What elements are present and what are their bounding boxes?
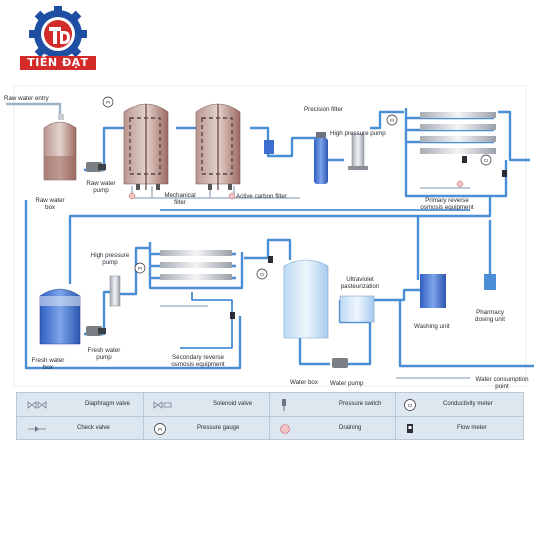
pressure-gauge-icon: PI [154,423,166,435]
diaphragm-valve-icon [27,401,47,409]
label-water-box: Water box [290,379,318,386]
pharmacy-dosing-tank [484,274,496,290]
water-box [283,259,329,339]
secondary-ro-membranes [160,250,232,280]
legend-divider [17,416,523,417]
pressure-switch-icon [282,399,286,411]
label-fresh-water-box: Fresh water box [31,357,65,372]
check-valve-icon [28,426,46,432]
label-secondary-ro: Secondary reverse osmosis equipment [171,354,225,369]
label-high-pressure-pump-2: High pressure pump [90,252,130,267]
legend-label-4: Conductivity meter [443,401,493,407]
flow-meters [230,156,507,319]
legend-label-3: Pressure switch [339,401,382,407]
conductivity-meters [256,154,492,280]
label-fresh-water-pump: Fresh water pump [87,347,121,362]
primary-ro-membranes [420,112,496,154]
drain-points [128,180,464,200]
high-pressure-pump-2 [109,275,121,307]
raw-water-pump [86,162,106,172]
gauge-label-1: PI [106,100,110,105]
gauge-label-2: PI [390,118,394,123]
washing-unit-tank [420,274,446,308]
label-water-consumption-point: Water consumption point [475,376,529,391]
draining-icon [280,424,290,434]
logo-gear-icon [29,5,87,63]
company-logo: TIẾN ĐẠT [18,5,98,76]
label-active-carbon-filter: Active carbon filter [236,193,287,200]
legend-label-5: Check valve [77,425,110,431]
pipeline-schematic: PI PI PI CI CI [6,85,534,387]
ci-label-1: CI [484,158,488,163]
legend-divider [143,393,144,439]
legend-label-7: Draining [339,425,362,431]
precision-filter [314,132,328,184]
ci-legend-text: CI [408,403,413,408]
legend-divider [269,393,270,439]
label-primary-ro: Primary reverse osmosis equipment [420,197,474,212]
label-water-pump: Water pump [330,380,364,387]
water-pump [332,358,348,368]
logo-text: TIẾN ĐẠT [20,56,96,70]
label-pharmacy-dosing: Pharmacy dosing unit [475,309,505,324]
label-precision-filter: Precision filter [304,106,343,113]
legend-label-1: Diaphragm valve [85,401,131,407]
label-washing-unit: Washing unit [414,323,450,330]
label-raw-water-entry: Raw water entry [4,95,49,102]
raw-water-box [43,114,77,181]
label-mechanical-filter: Mechanical filter [164,192,196,207]
legend-label-8: Flow meter [457,425,487,431]
high-pressure-pump-1 [348,133,368,170]
uv-pasteurizer [339,295,375,323]
mechanical-filter [123,103,169,190]
legend: Diaphragm valve Solenoid valve Pressure … [16,392,524,440]
pressure-gauges [102,96,398,274]
legend-divider [395,393,396,439]
label-uv-pasteurization: Ultraviolet pasteurization [340,276,380,291]
dosing-tank [264,140,274,154]
flow-meter-icon [407,424,413,433]
conductivity-meter-icon: CI [404,399,416,411]
solenoid-valve-icon [153,401,172,409]
pi-legend-text: PI [158,427,162,432]
legend-label-2: Solenoid valve [213,401,253,407]
fresh-water-box [39,288,81,345]
legend-label-6: Pressure gauge [197,425,240,431]
label-high-pressure-pump-1: High pressure pump [330,130,386,137]
label-raw-water-pump: Raw water pump [86,180,116,195]
label-raw-water-box: Raw water box [35,197,65,212]
ci-label-2: CI [260,272,264,277]
gauge-label-3: PI [138,266,142,271]
active-carbon-filter [195,103,241,190]
fresh-water-pump [86,326,106,336]
